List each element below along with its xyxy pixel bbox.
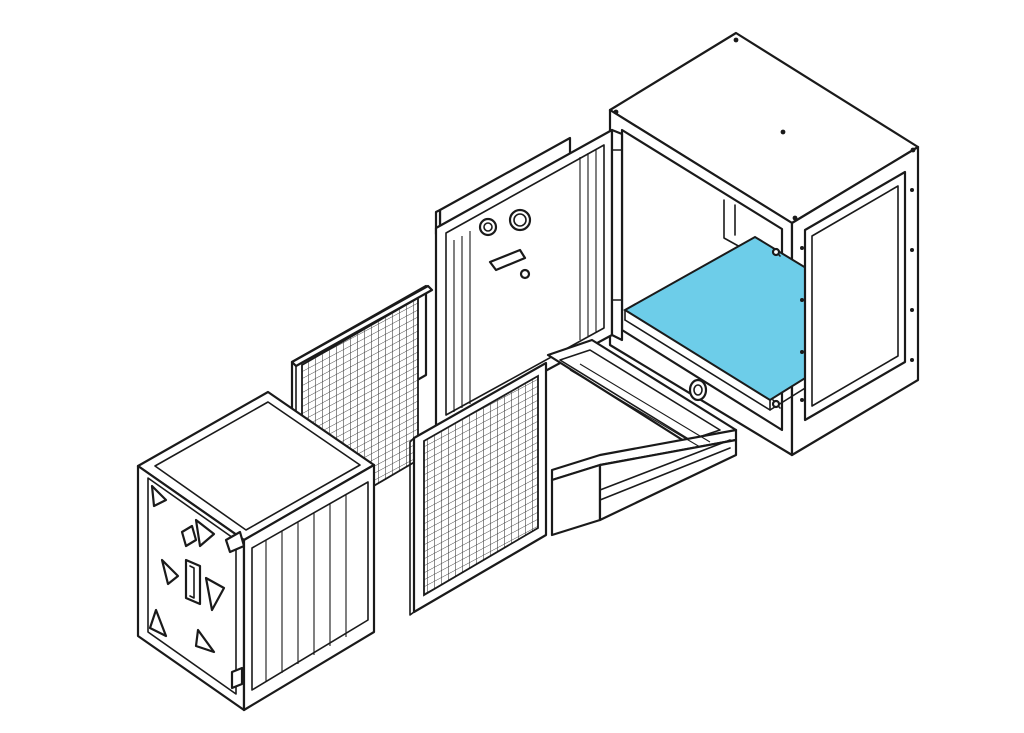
knob-icon xyxy=(519,268,531,280)
corner-triangle-icon xyxy=(204,576,226,612)
corner-triangle-icon xyxy=(148,608,168,638)
handle-icon xyxy=(184,558,202,606)
core-side-face xyxy=(242,463,376,712)
latch-icon xyxy=(488,248,527,272)
mesh-filter-front xyxy=(409,361,548,616)
corner-triangle-icon xyxy=(194,628,216,654)
corner-triangle-icon xyxy=(150,484,168,508)
drain-port-icon xyxy=(688,378,708,402)
slide-rail-frame xyxy=(546,338,738,537)
heat-exchanger-core xyxy=(136,390,376,712)
port-icon xyxy=(508,208,532,232)
corner-triangle-icon xyxy=(194,518,216,548)
housing-side-window xyxy=(803,170,907,422)
corner-triangle-icon xyxy=(160,558,180,586)
mesh-filter-grid xyxy=(423,374,539,597)
housing-cabinet xyxy=(608,31,920,457)
port-icon xyxy=(478,217,498,237)
